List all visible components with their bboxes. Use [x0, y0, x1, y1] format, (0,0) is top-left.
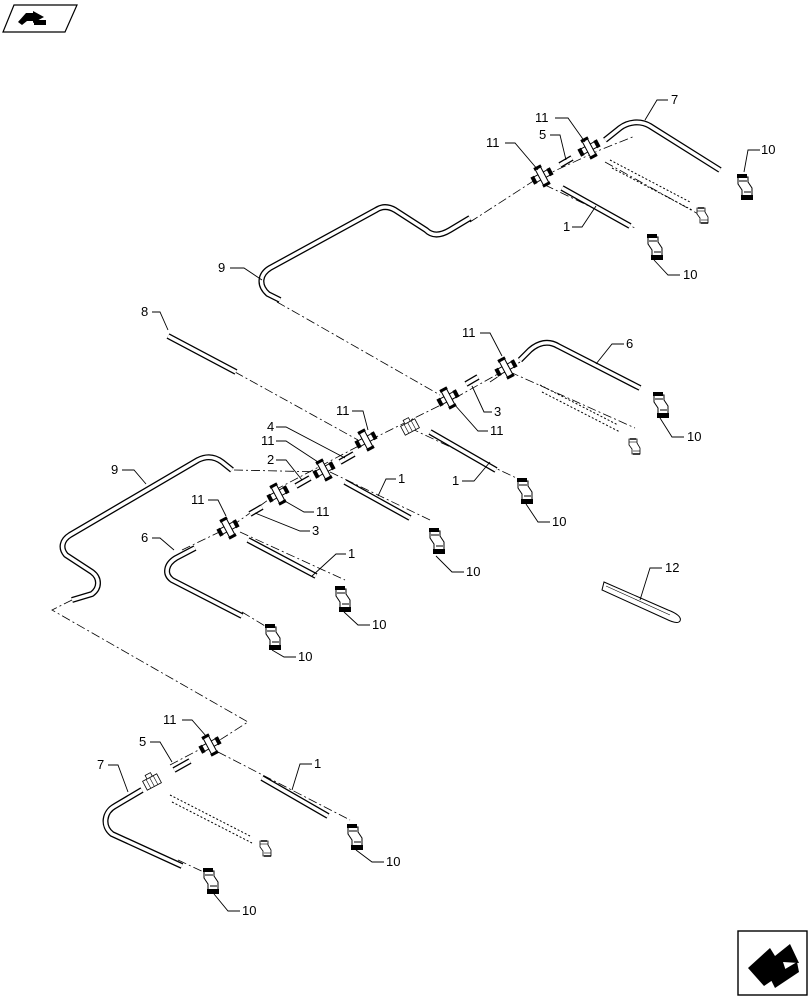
callout-label: 10 [687, 429, 701, 444]
callout-label: 2 [267, 452, 274, 467]
callouts: 11 5 11 7 10 1 10 9 8 11 6 3 11 10 11 4 … [97, 92, 775, 918]
callout-label: 11 [316, 504, 330, 519]
callout-label: 10 [466, 564, 480, 579]
callout-label: 10 [298, 649, 312, 664]
callout-label: 11 [490, 423, 504, 438]
callout-label: 11 [163, 712, 177, 727]
callout-label: 6 [626, 336, 633, 351]
tee-fittings [194, 132, 605, 761]
callout-label: 11 [535, 110, 549, 125]
callout-label: 10 [761, 142, 775, 157]
callout-label: 1 [563, 219, 570, 234]
callout-label: 11 [261, 433, 275, 448]
center-lines [51, 135, 701, 876]
callout-label: 10 [242, 903, 256, 918]
callout-label: 10 [552, 514, 566, 529]
callout-label: 1 [348, 546, 355, 561]
callout-label: 12 [665, 560, 679, 575]
callout-label: 11 [336, 403, 350, 418]
callout-label: 10 [372, 617, 386, 632]
callout-label: 11 [191, 492, 205, 507]
callout-label: 4 [267, 419, 274, 434]
next-page-arrow-icon[interactable] [737, 930, 808, 996]
callout-label: 3 [312, 523, 319, 538]
callout-label: 11 [486, 135, 500, 150]
callout-label: 1 [452, 473, 459, 488]
callout-label: 7 [671, 92, 678, 107]
callout-label: 10 [683, 267, 697, 282]
hoses [169, 159, 693, 844]
part-12-strap [601, 581, 681, 623]
callout-label: 10 [386, 854, 400, 869]
tubes [59, 119, 722, 869]
callout-label: 5 [539, 127, 546, 142]
callout-label: 8 [141, 304, 148, 319]
callout-label: 11 [462, 325, 476, 340]
callout-label: 9 [218, 260, 225, 275]
callout-label: 1 [314, 756, 321, 771]
callout-label: 7 [97, 757, 104, 772]
leader-lines [108, 99, 760, 912]
elbow-fittings [202, 173, 754, 895]
callout-label: 6 [141, 530, 148, 545]
callout-label: 9 [111, 462, 118, 477]
callout-label: 3 [494, 404, 501, 419]
callout-label: 1 [398, 471, 405, 486]
manual-book-icon [2, 4, 78, 33]
callout-label: 5 [139, 734, 146, 749]
